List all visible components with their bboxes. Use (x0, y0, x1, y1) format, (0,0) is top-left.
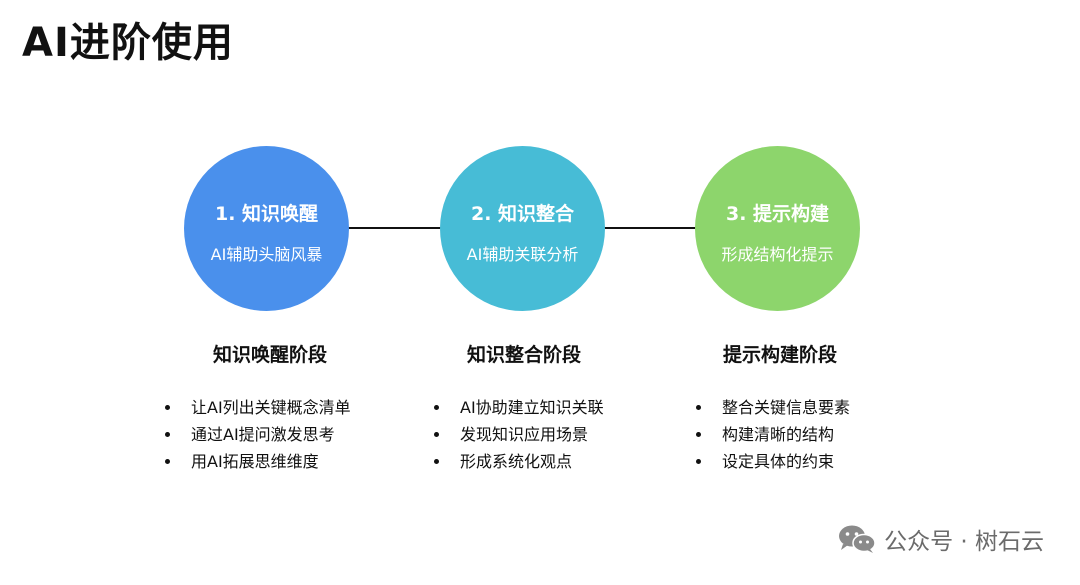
stage-circle-1: 1. 知识唤醒 AI辅助头脑风暴 (184, 146, 349, 311)
stage-1-heading: 知识唤醒阶段 (212, 344, 327, 366)
stage-circle-2-title: 2. 知识整合 (470, 203, 575, 225)
list-item: 整合关键信息要素 (694, 394, 850, 421)
list-item-text: AI协助建立知识关联 (460, 398, 604, 417)
list-item: 设定具体的约束 (694, 448, 850, 475)
stage-circle-1-subtitle: AI辅助头脑风暴 (210, 245, 323, 264)
bullet-dot-icon (434, 432, 439, 437)
bullet-dot-icon (434, 459, 439, 464)
list-item-text: 整合关键信息要素 (722, 398, 851, 417)
bullet-dot-icon (696, 405, 701, 410)
list-item-text: 发现知识应用场景 (460, 425, 589, 444)
bullet-dot-icon (165, 432, 170, 437)
connector-line-1-2 (345, 227, 445, 229)
list-item-text: 设定具体的约束 (722, 452, 835, 471)
stage-circle-3-subtitle: 形成结构化提示 (721, 245, 834, 264)
page-title: AI进阶使用 (22, 20, 234, 66)
list-item-text: 构建清晰的结构 (722, 425, 835, 444)
wechat-icon (839, 525, 876, 553)
list-item: AI协助建立知识关联 (432, 394, 604, 421)
stage-2-bullet-list: AI协助建立知识关联 发现知识应用场景 形成系统化观点 (432, 394, 604, 475)
list-item: 形成系统化观点 (432, 448, 604, 475)
list-item: 通过AI提问激发思考 (163, 421, 351, 448)
stage-circle-1-title: 1. 知识唤醒 (214, 203, 319, 225)
bullet-dot-icon (434, 405, 439, 410)
list-item: 让AI列出关键概念清单 (163, 394, 351, 421)
list-item: 用AI拓展思维维度 (163, 448, 351, 475)
stage-circle-2-subtitle: AI辅助关联分析 (466, 245, 579, 264)
list-item-text: 用AI拓展思维维度 (191, 452, 319, 471)
list-item: 构建清晰的结构 (694, 421, 850, 448)
bullet-dot-icon (165, 459, 170, 464)
bullet-dot-icon (696, 432, 701, 437)
list-item-text: 让AI列出关键概念清单 (191, 398, 351, 417)
list-item-text: 通过AI提问激发思考 (191, 425, 335, 444)
bullet-dot-icon (696, 459, 701, 464)
stage-2-heading: 知识整合阶段 (466, 344, 581, 366)
stage-circle-3: 3. 提示构建 形成结构化提示 (695, 146, 860, 311)
list-item-text: 形成系统化观点 (460, 452, 573, 471)
watermark-text: 公众号 · 树石云 (884, 529, 1044, 555)
stage-3-bullet-list: 整合关键信息要素 构建清晰的结构 设定具体的约束 (694, 394, 850, 475)
stage-circle-3-title: 3. 提示构建 (725, 203, 830, 225)
connector-line-2-3 (600, 227, 700, 229)
bullet-dot-icon (165, 405, 170, 410)
stage-1-bullet-list: 让AI列出关键概念清单 通过AI提问激发思考 用AI拓展思维维度 (163, 394, 351, 475)
stage-circle-2: 2. 知识整合 AI辅助关联分析 (440, 146, 605, 311)
stage-3-heading: 提示构建阶段 (722, 344, 837, 366)
list-item: 发现知识应用场景 (432, 421, 604, 448)
watermark: 公众号 · 树石云 (838, 522, 1044, 556)
